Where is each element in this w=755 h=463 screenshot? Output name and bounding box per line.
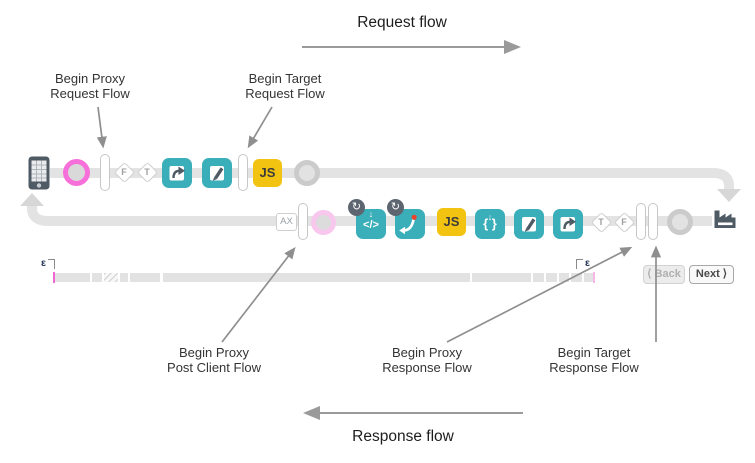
bracket-icon <box>576 259 583 269</box>
target-factory-icon[interactable] <box>712 204 738 235</box>
timeline-segment[interactable] <box>55 273 90 282</box>
policy-assign-message-icon[interactable] <box>553 209 583 239</box>
bracket-icon <box>47 259 55 269</box>
request-flow-title: Request flow <box>357 14 447 31</box>
flow-marker-proxy-request[interactable] <box>100 154 110 191</box>
next-button[interactable]: Next ⟩ <box>689 265 734 284</box>
policy-javascript-icon[interactable]: JS <box>253 159 282 187</box>
condition-diamond-true[interactable]: T <box>136 161 158 183</box>
back-button[interactable]: ⟨ Back <box>643 265 685 284</box>
client-phone-icon[interactable] <box>28 156 50 195</box>
timeline-segment[interactable] <box>533 273 544 282</box>
callout-begin-proxy-post-client-flow: Begin Proxy Post Client Flow <box>167 345 261 375</box>
flow-marker-target-response[interactable] <box>648 203 658 240</box>
timeline-segment[interactable] <box>92 273 102 282</box>
request-start-circle[interactable] <box>63 159 90 186</box>
diamond-label: T <box>144 167 150 177</box>
flow-marker-proxy-response[interactable] <box>636 203 646 240</box>
timeline-segment[interactable] <box>559 273 569 282</box>
timeline-bar[interactable] <box>54 273 595 282</box>
timeline-segment[interactable] <box>571 273 582 282</box>
callout-begin-proxy-response-flow: Begin Proxy Response Flow <box>382 345 472 375</box>
timeline-segment[interactable] <box>546 273 557 282</box>
timeline-segment[interactable] <box>104 273 118 282</box>
policy-extract-variables-icon[interactable]: ↓ { } <box>475 209 505 239</box>
analytics-step-box[interactable]: AX <box>276 213 297 231</box>
epsilon-glyph: ε <box>585 257 590 269</box>
callout-begin-target-response-flow: Begin Target Response Flow <box>549 345 639 375</box>
callout-begin-target-request-flow: Begin Target Request Flow <box>245 71 325 101</box>
policy-assign-message-icon[interactable] <box>162 158 192 188</box>
condition-diamond-true[interactable]: T <box>590 211 612 233</box>
condition-diamond-false[interactable]: F <box>613 211 635 233</box>
flow-marker-post-client[interactable] <box>298 203 308 240</box>
epsilon-glyph: ε <box>41 257 46 269</box>
request-end-circle[interactable] <box>294 160 320 186</box>
diamond-label: T <box>598 217 604 227</box>
timeline-epsilon-right: ε <box>576 257 590 269</box>
diamond-label: F <box>621 217 627 227</box>
timeline-segment[interactable] <box>130 273 160 282</box>
timeline-segment[interactable] <box>120 273 128 282</box>
policy-edit-icon[interactable] <box>514 209 544 239</box>
timeline-epsilon-left: ε <box>41 257 55 269</box>
response-end-circle[interactable] <box>667 209 693 235</box>
braces-glyph: { } <box>483 216 497 231</box>
callout-begin-proxy-request-flow: Begin Proxy Request Flow <box>50 71 130 101</box>
policy-edit-icon[interactable] <box>202 158 232 188</box>
flow-marker-target-request[interactable] <box>238 154 248 191</box>
condition-diamond-false[interactable]: F <box>113 161 135 183</box>
diamond-label: F <box>121 167 127 177</box>
loop-badge-icon: ↻ <box>348 199 365 216</box>
loop-badge-icon: ↻ <box>387 199 404 216</box>
response-flow-title: Response flow <box>352 428 454 445</box>
code-glyph: </> <box>363 219 379 231</box>
timeline-segment[interactable] <box>472 273 531 282</box>
timeline-end-tick <box>593 272 595 283</box>
timeline-start-tick <box>53 272 55 283</box>
timeline-segment[interactable] <box>163 273 470 282</box>
policy-javascript-icon[interactable]: JS <box>437 208 466 236</box>
response-start-circle[interactable] <box>311 210 336 235</box>
